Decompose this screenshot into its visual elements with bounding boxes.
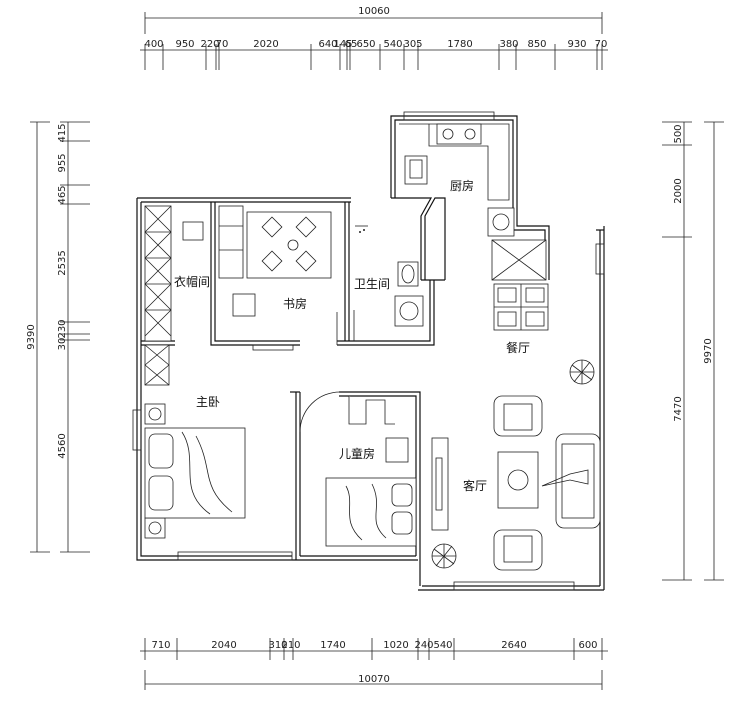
cloakroom-shelving <box>144 205 204 386</box>
room-label-study: 书房 <box>283 296 307 311</box>
room-label-cloakroom: 衣帽间 <box>174 274 210 289</box>
top-dim-4: 70 <box>216 39 229 50</box>
room-label-kids-room: 儿童房 <box>339 446 375 461</box>
left-dim-1: 415 <box>57 123 68 142</box>
top-dim-8: 65 <box>345 39 358 50</box>
right-dim-2: 2000 <box>673 178 684 203</box>
left-dim-6: 30 <box>57 338 68 351</box>
bottom-dim-4: 210 <box>281 640 300 651</box>
bottom-dim-5: 1740 <box>320 640 345 651</box>
master-bedroom-furniture <box>144 403 246 539</box>
top-dim-1: 400 <box>144 39 163 50</box>
room-label-bathroom: 卫生间 <box>354 277 390 291</box>
right-dim-1: 500 <box>673 124 684 143</box>
top-dim-12: 1780 <box>447 39 472 50</box>
right-dimension-chain: 500 2000 7470 9970 <box>662 121 724 581</box>
room-labels: 厨房 衣帽间 书房 卫生间 餐厅 主卧 儿童房 客厅 <box>174 178 530 493</box>
top-dim-11: 305 <box>403 39 422 50</box>
top-dim-9: 650 <box>356 39 375 50</box>
top-dimension-chain: 10060 400 950 220 70 2020 640 145 65 650… <box>140 6 608 70</box>
bottom-dim-6: 1020 <box>383 640 408 651</box>
left-total-dimension: 9390 <box>26 324 37 349</box>
bottom-dim-10: 600 <box>578 640 597 651</box>
bottom-total-dimension: 10070 <box>358 674 390 685</box>
top-dim-5: 2020 <box>253 39 278 50</box>
top-dim-15: 930 <box>567 39 586 50</box>
bottom-dim-9: 2640 <box>501 640 526 651</box>
left-dim-4: 2535 <box>57 250 68 275</box>
bottom-dim-7: 240 <box>414 640 433 651</box>
study-desk <box>218 205 332 317</box>
bathroom-fixtures <box>355 225 424 327</box>
top-dim-3: 220 <box>200 39 219 50</box>
room-label-kitchen: 厨房 <box>450 178 474 193</box>
top-total-dimension: 10060 <box>358 6 390 17</box>
living-room-furniture <box>431 395 601 571</box>
top-dim-7: 145 <box>333 39 352 50</box>
left-dim-7: 4560 <box>57 433 68 458</box>
top-dim-14: 850 <box>527 39 546 50</box>
right-total-dimension: 9970 <box>703 338 714 363</box>
top-dim-16: 70 <box>595 39 608 50</box>
kids-room-furniture <box>325 396 417 547</box>
bottom-dim-8: 540 <box>433 640 452 651</box>
top-dim-10: 540 <box>383 39 402 50</box>
top-dim-13: 380 <box>499 39 518 50</box>
dining-table-set <box>493 283 549 331</box>
right-dim-3: 7470 <box>673 396 684 421</box>
left-dimension-chain: 9390 415 955 465 2535 230 30 4560 <box>26 121 90 553</box>
left-dim-5: 230 <box>57 319 68 338</box>
top-dim-6: 640 <box>318 39 337 50</box>
room-label-living-room: 客厅 <box>463 478 487 493</box>
bottom-dim-1: 710 <box>151 640 170 651</box>
bottom-dim-2: 2040 <box>211 640 236 651</box>
top-dim-2: 950 <box>175 39 194 50</box>
plant-dining <box>569 359 595 385</box>
room-label-dining: 餐厅 <box>506 340 530 355</box>
room-label-master-bedroom: 主卧 <box>196 395 220 409</box>
left-dim-2: 955 <box>57 153 68 172</box>
walls <box>132 111 605 591</box>
plant-living <box>431 543 457 569</box>
bottom-dimension-chain: 710 2040 310 210 1740 1020 240 540 2640 … <box>140 638 608 690</box>
left-dim-3: 465 <box>57 185 68 204</box>
bottom-dim-3: 310 <box>268 640 287 651</box>
kitchen-counter <box>399 123 547 281</box>
